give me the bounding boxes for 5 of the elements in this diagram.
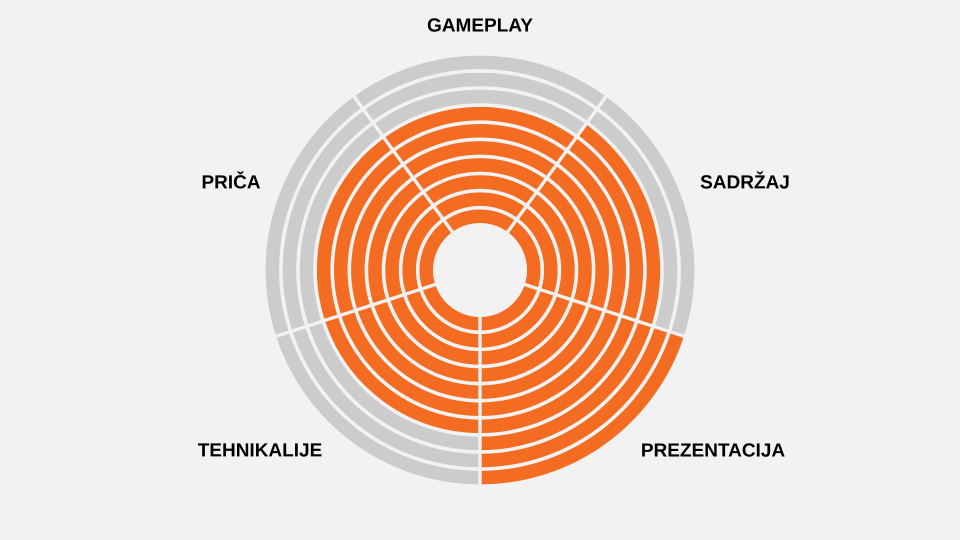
category-label: PRIČA xyxy=(202,171,260,189)
category-label: SADRŽAJ xyxy=(700,171,789,189)
category-label: PREZENTACIJA xyxy=(642,443,785,457)
category-label: TEHNIKALIJE xyxy=(198,443,322,457)
category-label: GAMEPLAY xyxy=(428,18,533,32)
